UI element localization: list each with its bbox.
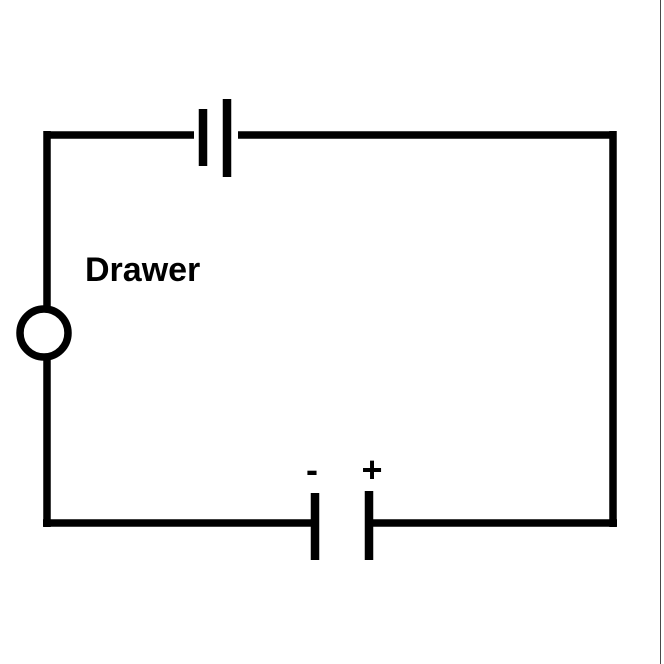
positive-polarity-label: + [361,449,382,490]
drawer-label: Drawer [85,251,200,289]
canvas-right-border [660,0,661,664]
negative-polarity-label: - [306,449,318,490]
lamp-node-circle [16,305,72,361]
